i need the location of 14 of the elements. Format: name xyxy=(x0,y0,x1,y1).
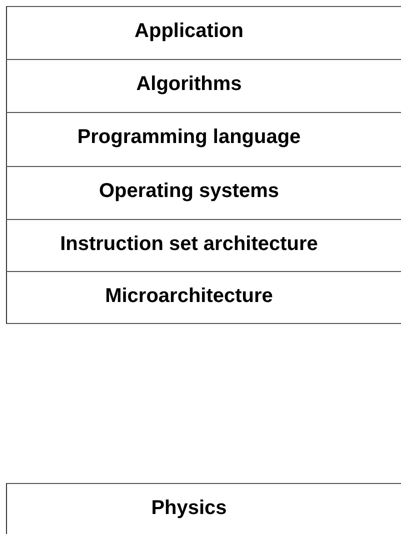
layer-label: Application xyxy=(134,20,244,43)
layer-label: Algorithms xyxy=(135,73,243,96)
layer-box xyxy=(6,166,401,219)
layer-label: Operating systems xyxy=(98,180,280,203)
layer-label: Instruction set architecture xyxy=(59,233,319,256)
layer-label: Microarchitecture xyxy=(104,285,274,308)
layer-box xyxy=(6,483,401,534)
layer-label: Physics xyxy=(150,497,228,520)
layer-label: Programming language xyxy=(76,126,302,149)
layer-box xyxy=(6,271,401,324)
layer-box xyxy=(6,6,401,59)
layer-box xyxy=(6,219,401,271)
layer-box xyxy=(6,59,401,112)
layer-box xyxy=(6,112,401,166)
